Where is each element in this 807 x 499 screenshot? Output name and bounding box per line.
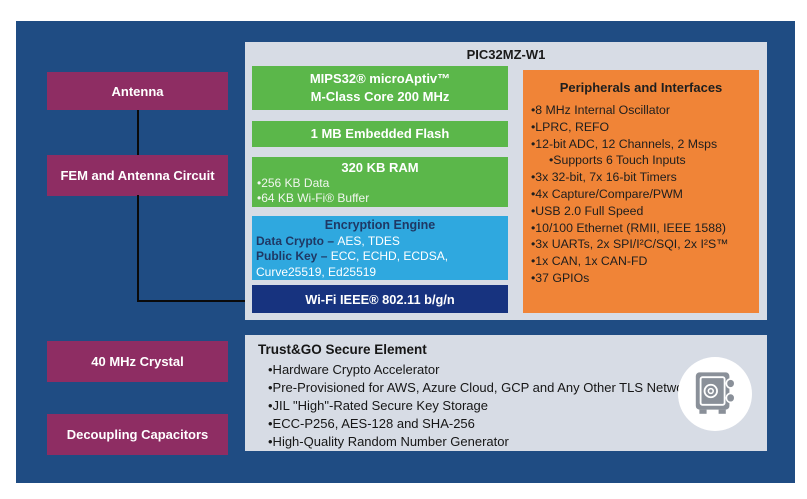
mips-core-block: MIPS32® microAptiv™ M-Class Core 200 MHz <box>252 66 508 110</box>
flash-label: 1 MB Embedded Flash <box>310 126 450 141</box>
peripheral-subitem: •Supports 6 Touch Inputs <box>549 153 686 168</box>
encryption-row-data-crypto: Data Crypto – AES, TDES <box>256 234 504 250</box>
wifi-label: Wi-Fi IEEE® 802.11 b/g/n <box>305 291 455 307</box>
secure-element-item: •Hardware Crypto Accelerator <box>268 362 440 377</box>
embedded-flash-block: 1 MB Embedded Flash <box>252 121 508 147</box>
connector-to-wifi-horizontal <box>137 300 255 302</box>
pic32mz-w1-panel: PIC32MZ-W1 MIPS32® microAptiv™ M-Class C… <box>245 42 767 320</box>
mips-core-line2: M-Class Core 200 MHz <box>310 89 450 104</box>
decoupling-capacitors-block: Decoupling Capacitors <box>47 414 228 455</box>
decoupling-label: Decoupling Capacitors <box>66 427 209 442</box>
peripheral-item: •4x Capture/Compare/PWM <box>531 186 683 201</box>
safe-icon <box>678 357 752 431</box>
peripherals-block: Peripherals and Interfaces •8 MHz Intern… <box>523 70 759 313</box>
connector-antenna-to-fem <box>137 110 139 155</box>
antenna-block: Antenna <box>47 72 228 110</box>
secure-element-item: •JIL "High"-Rated Secure Key Storage <box>268 398 488 413</box>
public-key-value: ECC, ECHD, ECDSA, Curve25519, Ed25519 <box>256 249 449 279</box>
encryption-row-public-key: Public Key – ECC, ECHD, ECDSA, Curve2551… <box>256 249 504 280</box>
peripherals-list: •8 MHz Internal Oscillator •LPRC, REFO •… <box>523 102 759 287</box>
secure-element-item: •High-Quality Random Number Generator <box>268 434 509 449</box>
peripheral-item: •8 MHz Internal Oscillator <box>531 103 670 117</box>
ram-item: •256 KB Data <box>257 176 330 190</box>
wifi-block: Wi-Fi IEEE® 802.11 b/g/n <box>252 285 508 313</box>
connector-fem-vertical <box>137 195 139 302</box>
secure-element-title: Trust&GO Secure Element <box>258 342 427 357</box>
fem-antenna-circuit-block: FEM and Antenna Circuit <box>47 155 228 196</box>
peripherals-title: Peripherals and Interfaces <box>559 80 723 95</box>
diagram-frame: Antenna FEM and Antenna Circuit 40 MHz C… <box>16 21 795 483</box>
peripheral-item: •1x CAN, 1x CAN-FD <box>531 254 648 269</box>
encryption-engine-block: Encryption Engine Data Crypto – AES, TDE… <box>252 216 508 280</box>
ram-item: •64 KB Wi-Fi® Buffer <box>257 191 370 205</box>
peripheral-item: •37 GPIOs <box>531 270 590 285</box>
peripheral-item: •LPRC, REFO <box>531 119 610 134</box>
trust-go-secure-element-panel: Trust&GO Secure Element •Hardware Crypto… <box>245 335 767 451</box>
secure-element-list: •Hardware Crypto Accelerator •Pre-Provis… <box>268 361 701 451</box>
crystal-label: 40 MHz Crystal <box>91 354 184 369</box>
peripheral-item: •3x UARTs, 2x SPI/I²C/SQI, 2x I²S™ <box>531 237 729 252</box>
secure-element-item: •ECC-P256, AES-128 and SHA-256 <box>268 416 475 431</box>
safe-icon-svg <box>695 372 736 414</box>
crystal-block: 40 MHz Crystal <box>47 341 228 382</box>
data-crypto-value: AES, TDES <box>337 233 400 248</box>
peripheral-item: •10/100 Ethernet (RMII, IEEE 1588) <box>531 220 727 235</box>
peripheral-item: •USB 2.0 Full Speed <box>531 203 644 218</box>
ram-block: 320 KB RAM •256 KB Data •64 KB Wi-Fi® Bu… <box>252 157 508 207</box>
encryption-title: Encryption Engine <box>324 218 436 232</box>
ram-title: 320 KB RAM <box>341 160 419 175</box>
peripheral-item: •3x 32-bit, 7x 16-bit Timers <box>531 170 677 185</box>
fem-label: FEM and Antenna Circuit <box>60 168 215 183</box>
secure-element-item: •Pre-Provisioned for AWS, Azure Cloud, G… <box>268 380 701 395</box>
public-key-label: Public Key – <box>256 249 331 263</box>
peripheral-item: •12-bit ADC, 12 Channels, 2 Msps <box>531 136 718 151</box>
chip-title: PIC32MZ-W1 <box>466 47 546 62</box>
data-crypto-label: Data Crypto – <box>256 233 338 248</box>
mips-core-line1: MIPS32® microAptiv™ <box>309 71 451 86</box>
antenna-label: Antenna <box>111 83 164 99</box>
